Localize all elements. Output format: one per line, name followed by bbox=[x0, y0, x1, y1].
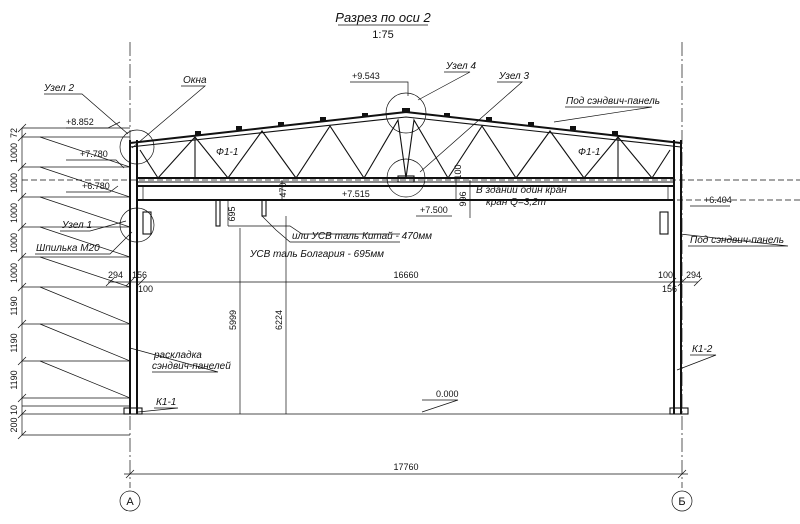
dim-100-left: 100 bbox=[138, 284, 153, 294]
label-uzel3: Узел 3 bbox=[498, 71, 529, 82]
dim-200: 200 bbox=[9, 417, 19, 432]
dim-156-left: 156 bbox=[132, 270, 147, 280]
label-crane-line2: кран Q=3,2т bbox=[486, 197, 546, 208]
bay-dimension-lines bbox=[227, 178, 471, 414]
elev-0000: 0.000 bbox=[436, 389, 459, 399]
dim-10: 10 bbox=[9, 405, 19, 415]
elev-ridge: +9.543 bbox=[352, 71, 380, 81]
axis-bubble-a bbox=[119, 490, 141, 512]
label-rasklad-2: сэндвич-панелей bbox=[152, 361, 231, 372]
label-okna: Окна bbox=[183, 75, 207, 86]
elev-7515: +7.515 bbox=[342, 189, 370, 199]
label-f11-right: Ф1-1 bbox=[578, 147, 600, 158]
label-uzel1: Узел 1 bbox=[61, 220, 92, 231]
label-usv-bulgaria: УСВ таль Болгария - 695мм bbox=[249, 249, 384, 260]
label-shpilka: Шпилька М20 bbox=[36, 243, 100, 254]
label-uzel2: Узел 2 bbox=[43, 83, 74, 94]
label-pod-sandwich-top: Под сэндвич-панель bbox=[566, 96, 660, 107]
elev-6780: +6.780 bbox=[82, 181, 110, 191]
drawing-title: Разрез по оси 2 bbox=[335, 10, 431, 25]
dim-1000-b: 1000 bbox=[9, 173, 19, 193]
elev-7780: +7.780 bbox=[80, 149, 108, 159]
node-3-circle bbox=[386, 158, 426, 198]
dim-1000-d: 1000 bbox=[9, 233, 19, 253]
dim-16660: 16660 bbox=[393, 270, 418, 280]
roof-truss bbox=[129, 108, 682, 183]
dim-72: 72 bbox=[9, 128, 19, 138]
dim-695: 695 bbox=[227, 206, 237, 221]
dim-1190-c: 1190 bbox=[9, 370, 19, 389]
elev-7500: +7.500 bbox=[420, 205, 448, 215]
overall-dimension bbox=[124, 469, 688, 479]
node-1-circle bbox=[119, 207, 155, 243]
dim-1000-e: 1000 bbox=[9, 263, 19, 283]
label-k12: К1-2 bbox=[692, 344, 713, 355]
crane-beam bbox=[137, 175, 674, 235]
label-uzel4: Узел 4 bbox=[445, 61, 476, 72]
label-usv-china: или УСВ таль Китай - 470мм bbox=[292, 231, 432, 242]
label-crane-line1: В здании один кран bbox=[476, 185, 567, 196]
dim-1000-a: 1000 bbox=[9, 143, 19, 163]
elevation-marks bbox=[66, 81, 730, 413]
dim-100-right: 100 bbox=[658, 270, 673, 280]
leader-lines bbox=[35, 71, 789, 413]
dim-100-crane: 100 bbox=[453, 164, 463, 179]
dim-1000-c: 1000 bbox=[9, 203, 19, 223]
label-f11-left: Ф1-1 bbox=[216, 147, 238, 158]
label-rasklad-1: раскладка bbox=[153, 350, 202, 361]
dim-294-left: 294 bbox=[108, 270, 123, 280]
elev-8852: +8.852 bbox=[66, 117, 94, 127]
dim-156-right: 156 bbox=[662, 284, 677, 294]
elev-6404: +6.404 bbox=[704, 195, 732, 205]
dim-17760: 17760 bbox=[393, 462, 418, 472]
left-dimension-labels: 72 1000 1000 1000 1000 1000 1190 1190 11… bbox=[9, 128, 19, 433]
dim-294-right: 294 bbox=[686, 270, 701, 280]
left-dimension-chain bbox=[17, 123, 131, 440]
node-4-circle bbox=[385, 92, 427, 134]
axis-bubble-b bbox=[671, 490, 693, 512]
drawing-scale: 1:75 bbox=[372, 29, 393, 41]
dim-996: 996 bbox=[458, 191, 468, 206]
axis-label-a: А bbox=[126, 496, 134, 508]
dim-6224: 6224 bbox=[274, 310, 284, 330]
dim-470: 470 bbox=[278, 182, 288, 197]
axis-label-b: Б bbox=[678, 496, 685, 508]
label-k11: К1-1 bbox=[156, 397, 176, 408]
node-2-circle bbox=[119, 129, 155, 165]
span-dimension-chain bbox=[105, 277, 703, 287]
label-pod-sandwich-right: Под сэндвич-панель bbox=[690, 235, 784, 246]
dim-1190-a: 1190 bbox=[9, 296, 19, 315]
dim-5999: 5999 bbox=[228, 310, 238, 330]
dim-1190-b: 1190 bbox=[9, 333, 19, 352]
